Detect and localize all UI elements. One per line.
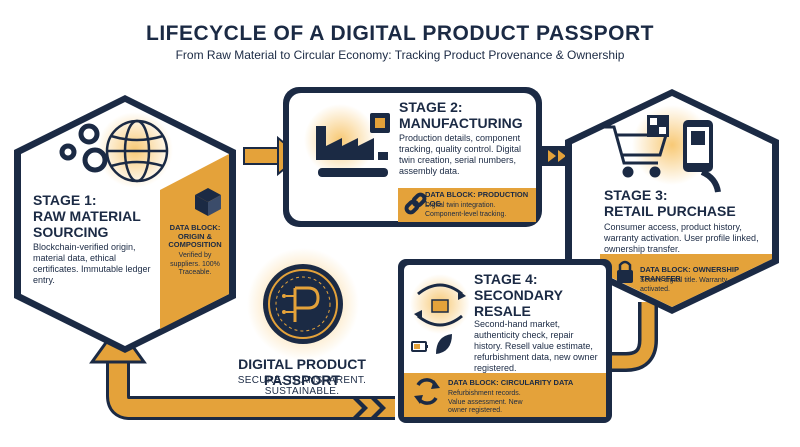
dpp-tagline: SECURE. TRANSPARENT. SUSTAINABLE. bbox=[237, 375, 367, 397]
battery-icon bbox=[411, 341, 428, 352]
chip-icon bbox=[370, 113, 390, 133]
stage1-heading-line1: STAGE 1: bbox=[33, 192, 97, 208]
chain-link-icon bbox=[404, 192, 427, 215]
stage1-heading-line3: SOURCING bbox=[33, 224, 109, 240]
page-title: LIFECYCLE OF A DIGITAL PRODUCT PASSPORT bbox=[146, 22, 654, 45]
stage4-description: Second-hand market, authenticity check, … bbox=[474, 319, 598, 373]
stage3-data-block-body: Secure digital title. Warranty activated… bbox=[640, 277, 728, 293]
recycle-arrows-icon bbox=[414, 378, 440, 405]
qr-code-icon bbox=[647, 115, 669, 137]
factory-icon bbox=[316, 126, 388, 177]
stage1-description: Blockchain-verified origin, material dat… bbox=[33, 242, 151, 285]
stage3-heading-line2: RETAIL PURCHASE bbox=[604, 203, 736, 219]
stage2-heading-line1: STAGE 2: bbox=[399, 99, 463, 115]
stage3-data-block-title: DATA BLOCK: OWNERSHIP TRANSFER bbox=[640, 265, 739, 283]
stage1-data-block-title-line1: DATA BLOCK: bbox=[169, 223, 221, 232]
stage1-heading: STAGE 1: RAW MATERIAL SOURCING bbox=[33, 192, 141, 240]
stage4-heading-line3: RESALE bbox=[474, 303, 531, 319]
stage1-heading-line2: RAW MATERIAL bbox=[33, 208, 141, 224]
stage3-heading: STAGE 3: RETAIL PURCHASE bbox=[604, 187, 736, 219]
stage2-heading-line2: MANUFACTURING bbox=[399, 115, 523, 131]
stage1-data-block-title: DATA BLOCK: ORIGIN & COMPOSITION bbox=[164, 223, 226, 250]
globe-icon bbox=[105, 119, 169, 183]
stage4-heading-line1: STAGE 4: bbox=[474, 271, 538, 287]
stage2-description: Production details, component tracking, … bbox=[399, 133, 522, 176]
gears-icon bbox=[59, 123, 108, 173]
box-icon bbox=[195, 188, 221, 216]
stage3-heading-line1: STAGE 3: bbox=[604, 187, 668, 203]
stage4-heading-line2: SECONDARY bbox=[474, 287, 563, 303]
stage2-heading: STAGE 2: MANUFACTURING bbox=[399, 99, 523, 131]
hands-exchange-icon bbox=[414, 283, 466, 327]
dpp-title: DIGITAL PRODUCT PASSPORT bbox=[238, 356, 366, 388]
dpp-logo-icon bbox=[247, 248, 359, 360]
stage2-panel bbox=[283, 87, 542, 227]
stage2-data-block-body: Digital twin integration. Component-leve… bbox=[425, 202, 507, 218]
stage2-data-block-title: DATA BLOCK: PRODUCTION LOG bbox=[425, 190, 529, 208]
page-subtitle: From Raw Material to Circular Economy: T… bbox=[175, 48, 625, 62]
stage3-description: Consumer access, product history, warran… bbox=[604, 222, 759, 254]
stage4-data-block-body: Refurbishment records. Value assessment.… bbox=[448, 390, 523, 414]
leaf-icon bbox=[436, 334, 452, 354]
phone-icon bbox=[683, 120, 721, 193]
shopping-cart-icon bbox=[603, 125, 669, 178]
stage4-data-block-title: DATA BLOCK: CIRCULARITY DATA bbox=[448, 378, 574, 387]
stage1-data-block-title-line2: ORIGIN & bbox=[177, 231, 213, 241]
stage1-data-block-title-line3: COMPOSITION bbox=[168, 240, 222, 249]
stage1-data-block-body: Verified by suppliers. 100% Traceable. bbox=[170, 252, 220, 276]
lock-icon bbox=[617, 260, 633, 283]
stage4-heading: STAGE 4: SECONDARY RESALE bbox=[474, 271, 563, 319]
